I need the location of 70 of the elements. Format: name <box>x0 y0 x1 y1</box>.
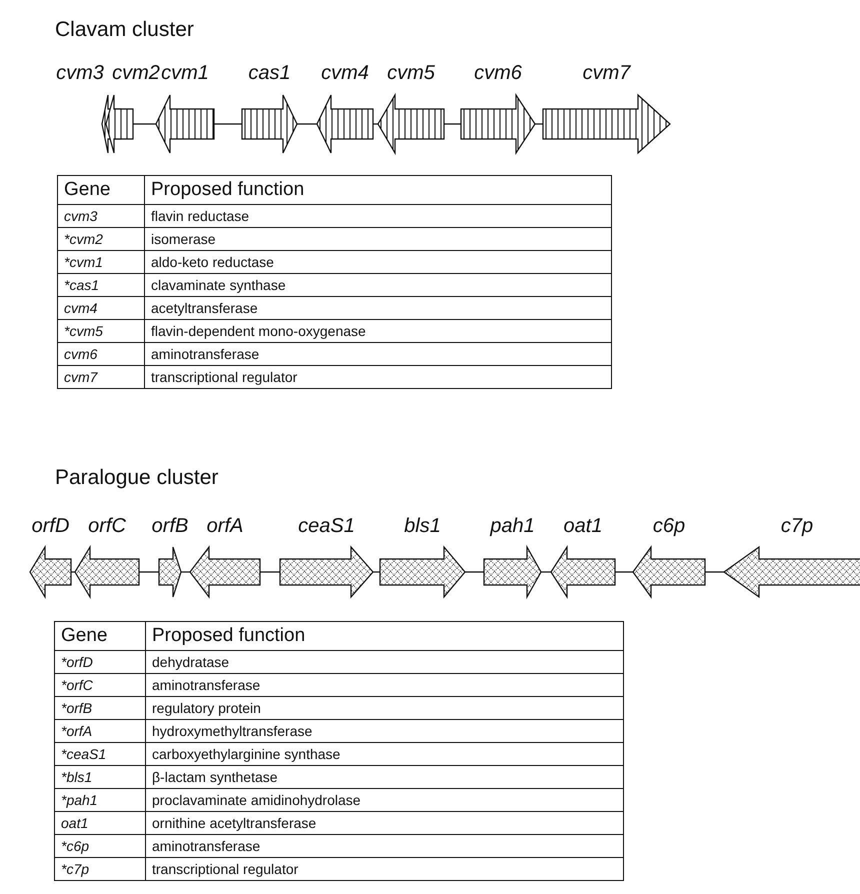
function-text: aminotransferase <box>152 677 260 693</box>
gene-label: orfC <box>88 515 126 537</box>
function-text: β-lactam synthetase <box>152 769 278 785</box>
gene-label: c7p <box>780 515 814 537</box>
function-text: transcriptional regulator <box>152 861 298 877</box>
column-header: Proposed function <box>152 625 306 646</box>
gene-label: ceaS1 <box>298 515 355 537</box>
spacer-line <box>214 123 242 125</box>
function-text: flavin reductase <box>151 208 250 224</box>
gene-label: cvm5 <box>387 62 435 84</box>
gene-name: *c7p <box>61 861 90 877</box>
column-header: Proposed function <box>151 179 304 200</box>
gene-label: cvm7 <box>582 62 630 84</box>
spacer-line <box>541 571 551 573</box>
gene-label: oat1 <box>564 515 602 537</box>
function-text: isomerase <box>151 231 216 247</box>
function-text: hydroxymethyltransferase <box>152 723 312 739</box>
function-text: aminotransferase <box>152 838 260 854</box>
spacer-line <box>260 571 280 573</box>
function-text: regulatory protein <box>152 700 261 716</box>
gene-name: *orfD <box>61 654 93 670</box>
gene-name: *pah1 <box>61 792 98 808</box>
gene-label: cvm3 <box>56 62 104 84</box>
gene-label: cas1 <box>248 62 291 84</box>
spacer-line <box>705 571 724 573</box>
function-text: aldo-keto reductase <box>151 254 274 270</box>
gene-name: cvm7 <box>64 369 98 385</box>
gene-label: bls1 <box>404 515 441 537</box>
gene-name: *orfC <box>61 677 93 693</box>
gene-name: *cvm2 <box>64 231 103 247</box>
column-header: Gene <box>61 625 108 646</box>
function-text: aminotransferase <box>151 346 260 362</box>
gene-label: cvm1 <box>161 62 209 84</box>
gene-name: *orfA <box>61 723 92 739</box>
spacer-line <box>444 123 461 125</box>
spacer-line <box>139 571 159 573</box>
section-heading: Paralogue cluster <box>55 466 218 490</box>
spacer-line <box>615 571 633 573</box>
gene-name: *cvm1 <box>64 254 103 270</box>
gene-name: oat1 <box>61 815 88 831</box>
section-heading: Clavam cluster <box>55 18 194 42</box>
gene-label: cvm2 <box>112 62 160 84</box>
gene-name: *orfB <box>61 700 92 716</box>
gene-label: pah1 <box>490 515 535 537</box>
column-header: Gene <box>64 179 110 200</box>
gene-name: cvm4 <box>64 300 98 316</box>
function-text: transcriptional regulator <box>151 369 298 385</box>
gene-name: *cas1 <box>64 277 100 293</box>
function-text: proclavaminate amidinohydrolase <box>152 792 361 808</box>
gene-name: cvm3 <box>64 208 98 224</box>
function-text: carboxyethylarginine synthase <box>152 746 340 762</box>
gene-label: c6p <box>652 515 686 537</box>
function-text: clavaminate synthase <box>151 277 286 293</box>
spacer-line <box>297 123 317 125</box>
gene-label: orfD <box>32 515 70 537</box>
gene-label: cvm4 <box>321 62 369 84</box>
gene-label: orfB <box>152 515 188 537</box>
function-text: acetyltransferase <box>151 300 258 316</box>
spacer-line <box>133 123 156 125</box>
function-text: ornithine acetyltransferase <box>152 815 316 831</box>
spacer-line <box>465 571 484 573</box>
function-text: flavin-dependent mono-oxygenase <box>151 323 366 339</box>
gene-name: *ceaS1 <box>61 746 106 762</box>
gene-label: orfA <box>206 515 244 537</box>
gene-name: cvm6 <box>64 346 98 362</box>
function-text: dehydratase <box>152 654 230 670</box>
gene-name: *c6p <box>61 838 90 854</box>
gene-name: *cvm5 <box>64 323 103 339</box>
gene-label: cvm6 <box>474 62 522 84</box>
gene-name: *bls1 <box>61 769 92 785</box>
